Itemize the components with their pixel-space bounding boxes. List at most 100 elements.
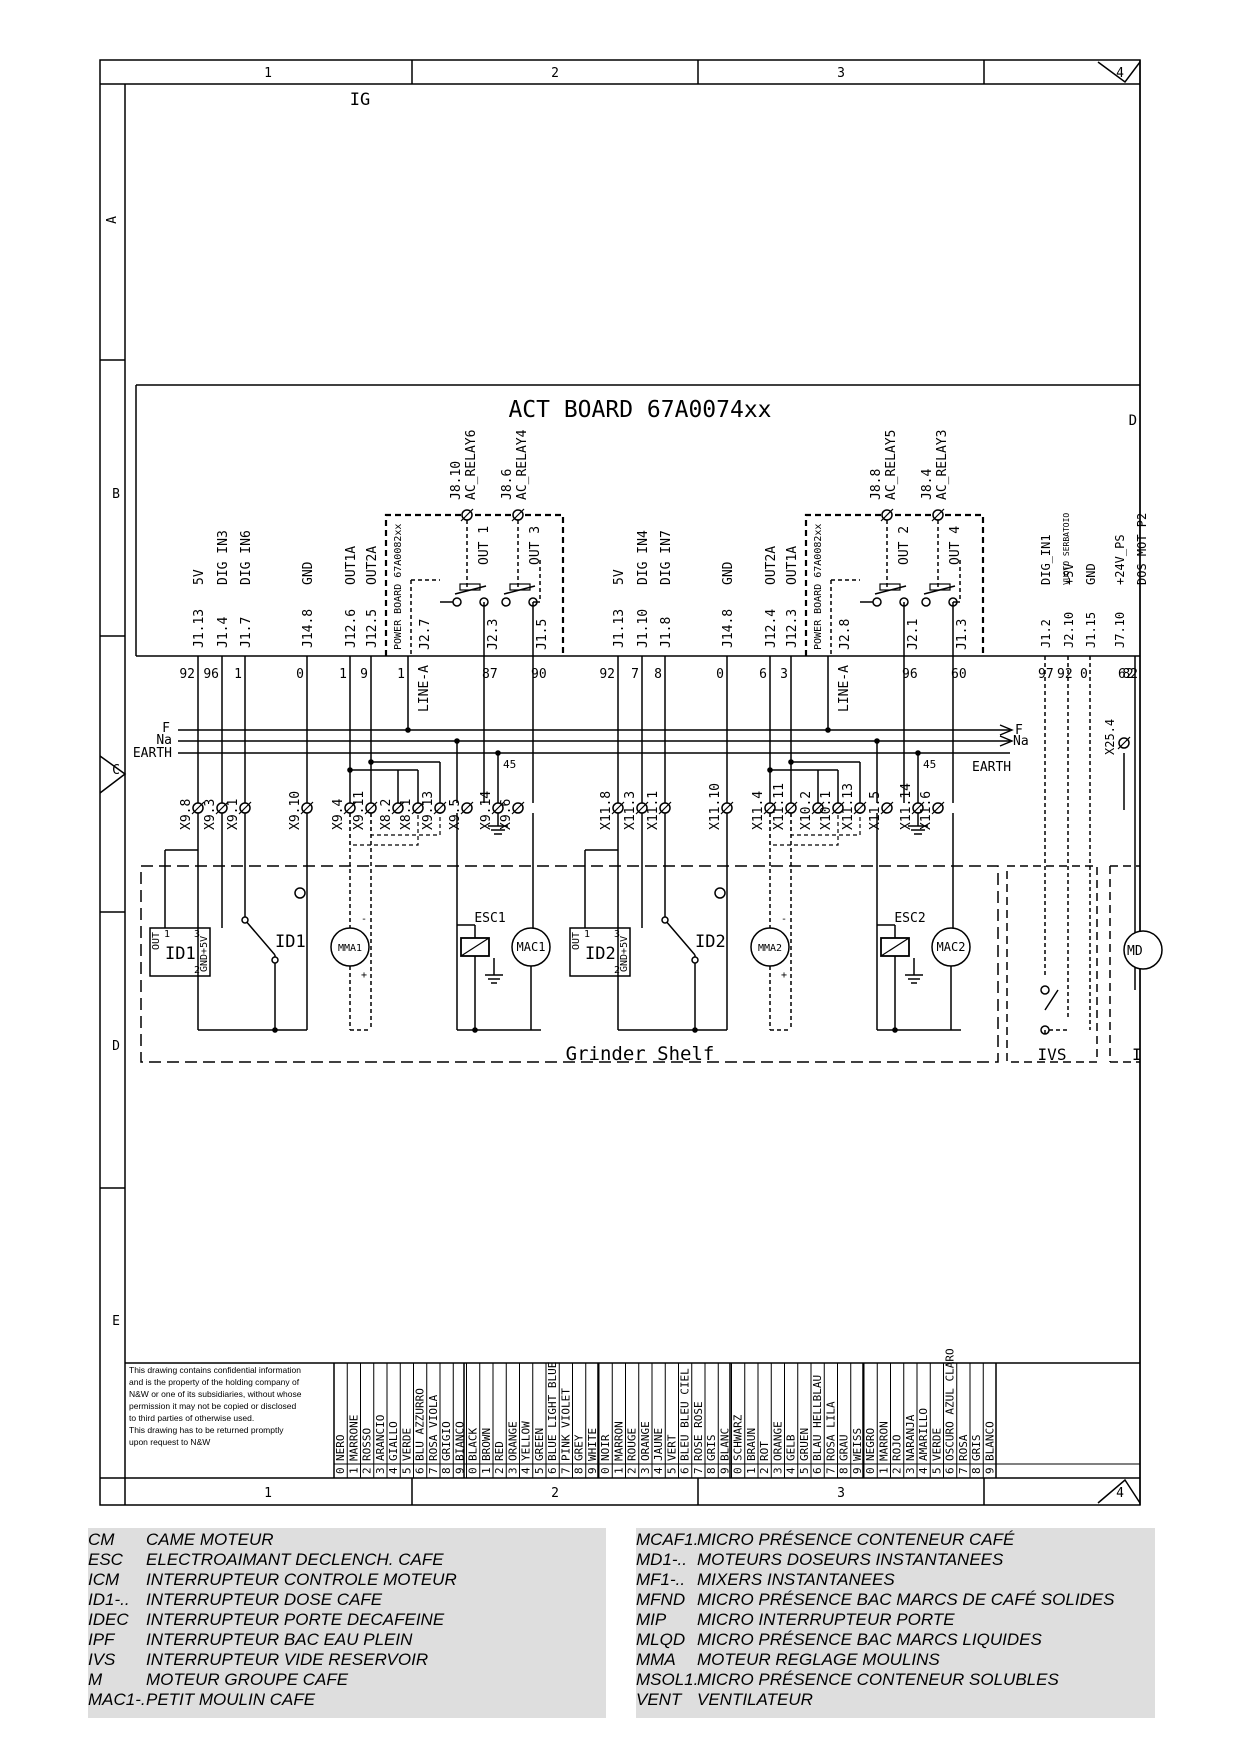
color-code-digit: 3 bbox=[506, 1467, 519, 1474]
legend-code: ICM bbox=[88, 1570, 120, 1589]
sensor-label: ID2 bbox=[585, 944, 616, 964]
relay-name: AC_RELAY4 bbox=[515, 429, 530, 500]
color-code-digit: 7 bbox=[824, 1467, 837, 1474]
color-code-digit: 8 bbox=[970, 1467, 983, 1474]
wire-number: 92 bbox=[599, 667, 615, 682]
terminal-label: X8.1 bbox=[399, 799, 414, 830]
ivs-label: IVS bbox=[1038, 1045, 1067, 1064]
signal-label: GND bbox=[301, 561, 316, 585]
color-code-digit: 8 bbox=[838, 1467, 851, 1474]
confidential-notice: N&W or one of its subsidiaries, without … bbox=[129, 1389, 302, 1399]
confidential-notice: This drawing contains confidential infor… bbox=[129, 1365, 301, 1375]
motor-polarity: + bbox=[781, 970, 787, 981]
switch-blade bbox=[244, 919, 276, 956]
color-code-digit: 1 bbox=[347, 1467, 360, 1474]
pb-pin: J1.5 bbox=[535, 619, 550, 650]
terminal-slash bbox=[784, 801, 798, 815]
motor-polarity: - bbox=[781, 914, 787, 925]
terminal-label: X9.1 bbox=[226, 799, 241, 830]
zone-number-top: 1 bbox=[264, 66, 272, 81]
terminal-label: X11.10 bbox=[708, 783, 723, 830]
pin-45: 45 bbox=[503, 758, 516, 771]
color-code-name: BLAU HELLBLAU bbox=[811, 1375, 824, 1461]
sensor-box bbox=[149, 927, 211, 977]
contact-node bbox=[501, 597, 511, 607]
signal-label: DIG IN3 bbox=[216, 530, 231, 585]
zone-letter: C bbox=[112, 763, 120, 778]
relay-coil bbox=[459, 583, 481, 591]
color-code-digit: 0 bbox=[864, 1467, 877, 1474]
switch-label: ID1 bbox=[275, 932, 306, 952]
relay-connector: J8.6 bbox=[500, 469, 515, 500]
sensor-pin-2: 2 bbox=[194, 965, 200, 976]
terminal-slash bbox=[191, 801, 205, 815]
color-code-name: RED bbox=[493, 1441, 506, 1461]
color-code-name: NEGRO bbox=[864, 1428, 877, 1461]
terminal-label: X9.13 bbox=[421, 791, 436, 830]
legend-code: VENT bbox=[636, 1690, 682, 1709]
terminal-label: X9.4 bbox=[331, 799, 346, 830]
legend-row: MSOL1.MICRO PRÉSENCE CONTENEUR SOLUBLES bbox=[636, 1670, 1155, 1690]
color-code-digit: 5 bbox=[798, 1467, 811, 1474]
zone-number-top: 3 bbox=[837, 66, 845, 81]
color-code-name: OSCURO AZUL CLARO bbox=[944, 1348, 957, 1461]
legend-description: INTERRUPTEUR CONTROLE MOTEUR bbox=[146, 1570, 457, 1589]
legend-code: MAC1-. bbox=[88, 1690, 146, 1709]
junction-dot bbox=[692, 1027, 698, 1033]
color-code-name: GREEN bbox=[533, 1428, 546, 1461]
color-code-name: VERDE bbox=[400, 1428, 413, 1461]
color-code-name: ROT bbox=[758, 1441, 771, 1461]
motor-polarity: + bbox=[361, 970, 367, 981]
ivs-switch-contact bbox=[1040, 985, 1050, 995]
color-code-name: BIANCO bbox=[453, 1421, 466, 1461]
color-code-digit: 8 bbox=[705, 1467, 718, 1474]
pin-label: J1.7 bbox=[239, 617, 254, 648]
color-code-digit: 8 bbox=[440, 1467, 453, 1474]
color-code-digit: 0 bbox=[334, 1467, 347, 1474]
color-code-digit: 5 bbox=[400, 1467, 413, 1474]
legend-row: ID1-..INTERRUPTEUR DOSE CAFE bbox=[88, 1590, 606, 1610]
switch-contact bbox=[691, 956, 699, 964]
terminal-slash bbox=[460, 801, 474, 815]
zone-letter: A bbox=[105, 216, 120, 224]
junction-dot bbox=[368, 759, 374, 765]
color-code-name: ROSA bbox=[957, 1434, 970, 1461]
pin-45: 45 bbox=[923, 758, 936, 771]
legend-code: MIP bbox=[636, 1610, 667, 1629]
pin-label: J14.8 bbox=[301, 609, 316, 648]
legend-code: MF1-.. bbox=[636, 1570, 686, 1589]
color-code-digit: 6 bbox=[546, 1467, 559, 1474]
color-code-name: BLACK bbox=[467, 1428, 480, 1461]
color-code-name: BLUE LIGHT BLUE bbox=[546, 1362, 559, 1461]
junction-dot bbox=[272, 1027, 278, 1033]
ivs-pin: J2.10 bbox=[1062, 612, 1076, 648]
board-title-continuation: D bbox=[1129, 413, 1137, 429]
color-code-digit: 3 bbox=[771, 1467, 784, 1474]
color-code-name: PINK VIOLET bbox=[559, 1388, 572, 1461]
color-code-digit: 7 bbox=[957, 1467, 970, 1474]
color-code-digit: 0 bbox=[467, 1467, 480, 1474]
terminal-slash bbox=[831, 801, 845, 815]
pin-label: J1.10 bbox=[636, 609, 651, 648]
terminal-label: X9.5 bbox=[448, 799, 463, 830]
terminal-slash bbox=[460, 508, 474, 522]
color-code-name: VERDE bbox=[930, 1428, 943, 1461]
power-board-label: POWER BOARD 67A0082xx bbox=[813, 524, 824, 650]
legend-code: ID1-.. bbox=[88, 1590, 130, 1609]
terminal-slash bbox=[611, 801, 625, 815]
zone-number-bottom: 3 bbox=[837, 1486, 845, 1501]
wire-number: 6 bbox=[759, 667, 767, 682]
junction-dot bbox=[767, 767, 773, 773]
terminal-label: X9.3 bbox=[203, 799, 218, 830]
terminal-label: X11.4 bbox=[751, 791, 766, 830]
color-code-digit: 4 bbox=[917, 1467, 930, 1474]
electromagnet-coil-diag bbox=[460, 937, 490, 957]
terminal-slash bbox=[433, 801, 447, 815]
color-code-name: MARRON bbox=[612, 1421, 625, 1461]
color-code-digit: 9 bbox=[453, 1467, 466, 1474]
color-code-digit: 8 bbox=[573, 1467, 586, 1474]
